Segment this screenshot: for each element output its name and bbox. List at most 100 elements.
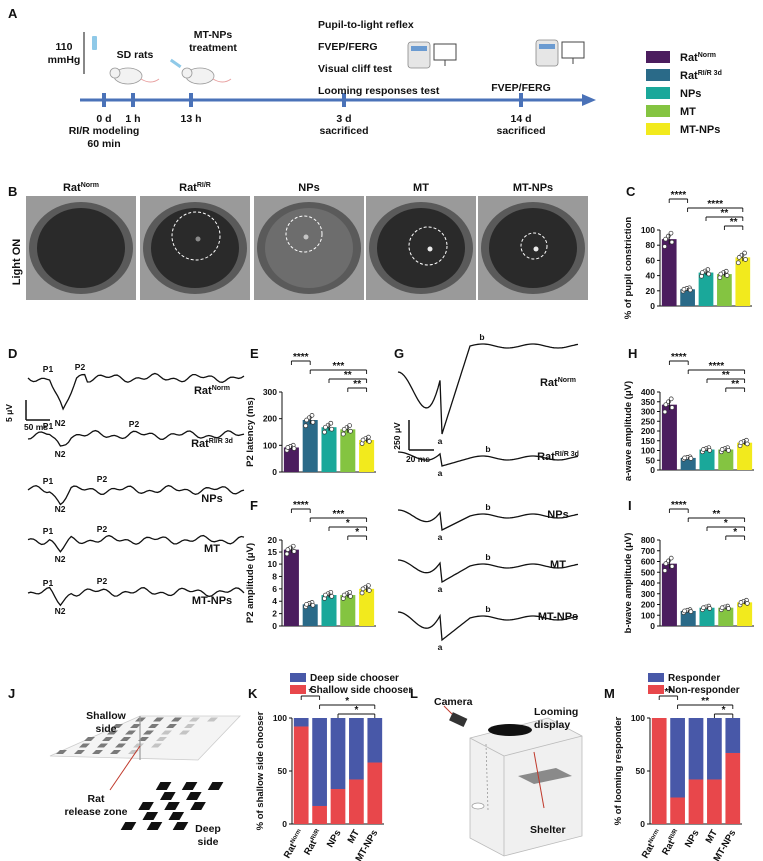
bar-segment	[293, 726, 309, 824]
camera-label: Camera	[434, 696, 473, 708]
marker-label: P1	[43, 476, 54, 486]
light-reflex	[303, 234, 309, 240]
significance-label: **	[730, 217, 738, 228]
timeline-tick	[131, 93, 135, 107]
data-point	[348, 594, 353, 599]
photo-title: MT-NPs	[513, 182, 553, 194]
data-point	[285, 547, 291, 552]
rat-head	[181, 67, 193, 79]
y-tick-label: 400	[641, 578, 655, 588]
light-reflex	[533, 246, 539, 252]
shallow-label: side	[95, 723, 116, 735]
deep-checker-square	[172, 822, 189, 830]
bar	[302, 420, 318, 472]
ferg-trace	[397, 343, 579, 435]
checker-square	[92, 750, 103, 754]
data-point	[329, 426, 335, 432]
significance-label: **	[731, 379, 739, 390]
marker-label: N2	[55, 554, 66, 564]
panel-letter-L: L	[410, 686, 418, 701]
y-tick-label: 100	[641, 446, 655, 456]
y-tick-label: 0	[640, 819, 645, 829]
timeline-time-label: 1 h	[125, 113, 140, 125]
shelter-plate	[518, 768, 572, 784]
timeline-arrow-icon	[582, 94, 596, 106]
significance-label: **	[353, 379, 361, 390]
pupil-outline	[285, 215, 323, 253]
data-point	[744, 441, 750, 447]
y-tick-label: 0	[650, 301, 655, 311]
data-point	[323, 592, 328, 598]
legend-label: NPs	[680, 88, 701, 100]
data-point	[663, 402, 669, 408]
data-point	[701, 605, 706, 611]
data-point	[682, 608, 687, 614]
y-tick-label: 800	[641, 535, 655, 545]
bar-segment	[670, 797, 685, 824]
checker-square	[102, 737, 113, 741]
data-point	[687, 287, 693, 293]
data-point	[719, 447, 725, 452]
data-point	[669, 405, 675, 410]
data-point	[743, 257, 748, 262]
y-tick-label: 100	[641, 610, 655, 620]
y-tick-label: 6	[272, 584, 277, 594]
timeline-top-label: FVEP/FERG	[491, 82, 551, 94]
timeline-top-label: Looming responses test	[318, 85, 440, 97]
rat-tail	[212, 78, 232, 83]
checker-square	[133, 743, 144, 748]
legend-label: RatRI/R 3d	[680, 70, 722, 82]
y-tick-label: 350	[641, 397, 655, 407]
deep-checker-square	[168, 812, 185, 820]
significance-label: **	[713, 509, 721, 520]
x-tick-label: NPs	[683, 828, 702, 850]
marker-label: a	[438, 584, 443, 594]
marker-label: P2	[97, 524, 108, 534]
trace-label: NPs	[201, 493, 222, 505]
fvep-trace	[27, 534, 245, 553]
y-tick-label: 600	[641, 557, 655, 567]
data-point	[360, 586, 366, 592]
legend-label: RatNorm	[680, 52, 716, 64]
data-point	[329, 594, 335, 599]
y-tick-label: 100	[263, 440, 277, 450]
data-point	[291, 548, 297, 554]
y-axis-title: P2 latency (ms)	[245, 397, 256, 467]
bar	[321, 595, 337, 626]
marker-label: P1	[43, 364, 54, 374]
bar	[699, 449, 715, 470]
legend-swatch	[646, 123, 670, 135]
bar-segment	[367, 762, 383, 824]
display-label: Looming	[534, 706, 578, 718]
bar	[698, 272, 714, 306]
checker-square	[56, 750, 67, 754]
bar	[661, 239, 677, 306]
y-axis-title: % of pupil constriction	[623, 217, 634, 320]
ferg-trace	[397, 559, 579, 584]
timeline-sub-label: sacrificed	[496, 125, 545, 137]
y-tick-label: 40	[646, 271, 656, 281]
data-point	[366, 439, 372, 444]
bar-segment	[707, 718, 722, 780]
data-point	[744, 601, 750, 606]
light-reflex	[427, 246, 433, 252]
trace-label: RatRI/R 3d	[191, 438, 233, 450]
timeline-time-label: 13 h	[180, 113, 201, 125]
y-tick-label: 2	[272, 609, 277, 619]
eye-iris	[37, 208, 125, 288]
data-point	[718, 271, 724, 277]
data-point	[341, 592, 347, 598]
timeline-top-label: treatment	[189, 42, 237, 54]
fvep-trace	[27, 484, 245, 506]
timeline-top-label: Pupil-to-light reflex	[318, 19, 414, 31]
checker-square	[74, 750, 85, 754]
checker-square	[207, 717, 218, 722]
data-point	[736, 255, 742, 260]
marker-label: b	[485, 444, 490, 454]
bar-segment	[293, 718, 309, 727]
data-point	[340, 431, 346, 437]
checker-square	[184, 724, 195, 728]
